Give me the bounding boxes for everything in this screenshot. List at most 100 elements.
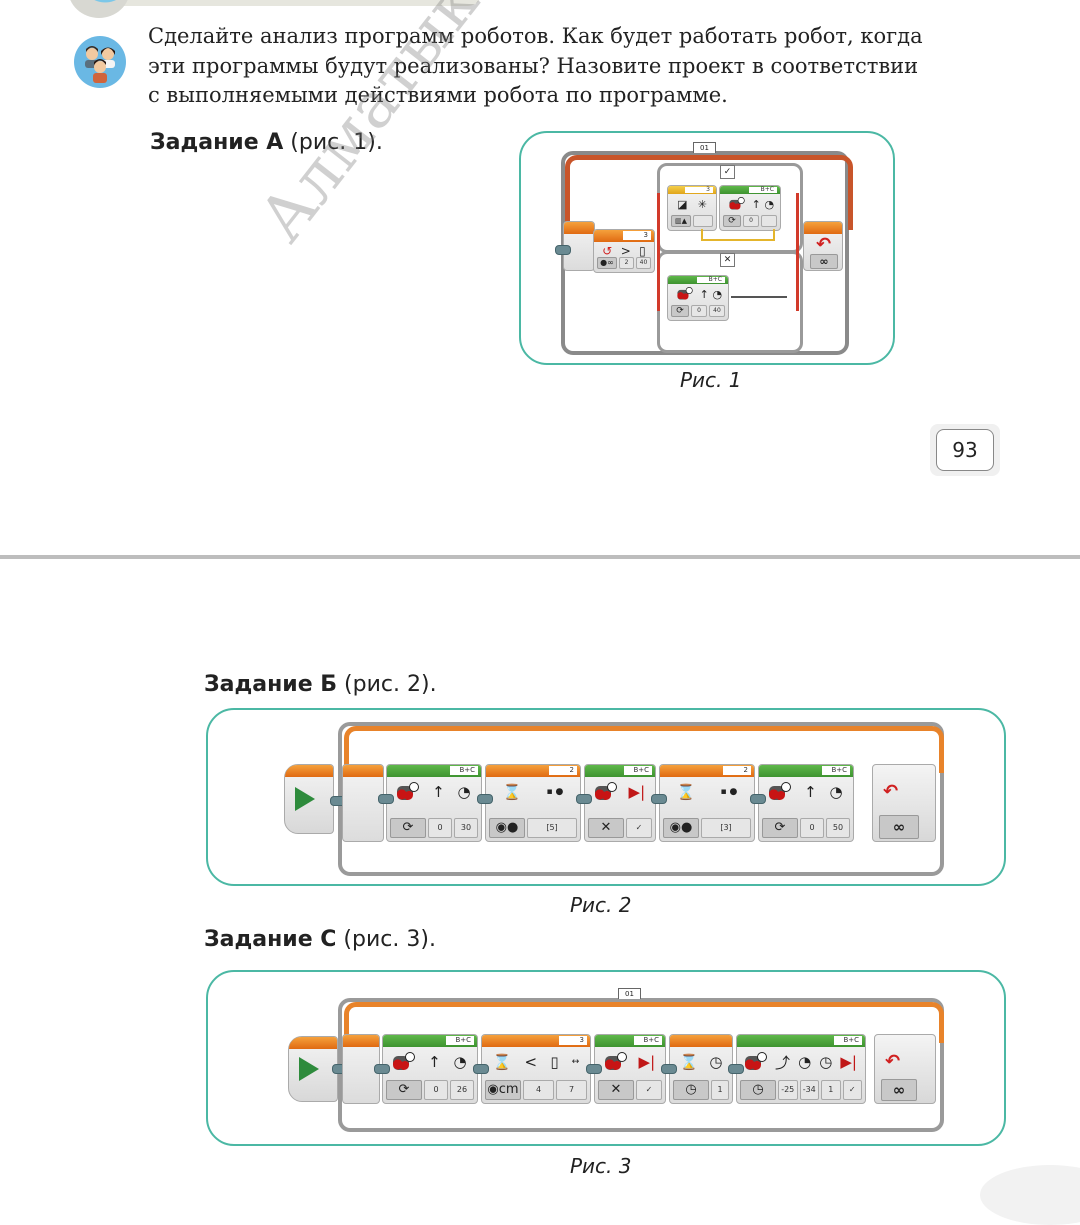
mode-selector[interactable]: ⟳ (723, 215, 741, 227)
move-steering-off-block[interactable]: B+C▶|✕✓ (584, 764, 656, 842)
page-corner (980, 1165, 1080, 1225)
param-value[interactable]: [3] (701, 818, 751, 838)
color-set-icon: ▪ ● (546, 787, 564, 797)
param-value[interactable]: 0 (424, 1080, 448, 1100)
param-value[interactable]: ✓ (626, 818, 652, 838)
param-value[interactable]: 40 (709, 305, 725, 317)
color-sensor-icon: ◪ (677, 197, 688, 211)
mode-selector[interactable]: ◉● (489, 818, 525, 838)
param-value[interactable]: 1 (711, 1080, 729, 1100)
param-value[interactable]: ✓ (842, 1080, 862, 1100)
param-value[interactable]: 2 (619, 257, 634, 269)
connector (651, 794, 667, 804)
move-steering-off-block[interactable]: B+C▶|✕✓ (594, 1034, 666, 1104)
move-steering-block[interactable]: B+C ↑ ◔ ⟳ 0 40 (667, 275, 729, 321)
input-plug[interactable] (761, 215, 777, 227)
connector (477, 794, 493, 804)
motor-icon (594, 782, 617, 802)
motor-icon (604, 1052, 627, 1072)
color-sensor-block[interactable]: 3 ◪ ✳ ▥▲ (667, 185, 717, 231)
task-c-ref: (рис. 3). (336, 927, 436, 952)
loop-end-block[interactable]: ↶ ∞ (803, 221, 843, 271)
figure-3-caption: Рис. 3 (570, 1154, 632, 1178)
mode-selector[interactable]: ▥▲ (671, 215, 691, 227)
connector (750, 794, 766, 804)
mode-selector[interactable]: ⟳ (390, 818, 426, 838)
port-label: B+C (446, 1036, 474, 1045)
case-false-tab[interactable]: ✕ (720, 253, 735, 267)
loop-start-block[interactable] (342, 1034, 380, 1104)
mode-selector[interactable]: ◉● (663, 818, 699, 838)
mode-selector[interactable]: ⟳ (762, 818, 798, 838)
param-value[interactable]: 0 (800, 818, 824, 838)
move-steering-block[interactable]: B+C ↑ ◔ ⟳ 0 (719, 185, 781, 231)
output-plug[interactable] (693, 215, 713, 227)
loop-mode-selector[interactable]: ∞ (881, 1079, 917, 1101)
switch-sensor-block[interactable]: 3 ↺ > ▯ ●∞ 2 40 (593, 229, 655, 273)
motor-icon (677, 287, 693, 301)
port-label: B+C (822, 766, 850, 775)
speed-gauge-icon: ◔ (829, 783, 843, 801)
param-value[interactable]: 26 (450, 1080, 474, 1100)
loop-start-block[interactable] (342, 764, 384, 842)
hourglass-icon: ⌛ (676, 783, 696, 801)
param-value[interactable]: 30 (454, 818, 478, 838)
mode-selector[interactable]: ✕ (598, 1080, 634, 1100)
param-value[interactable]: 0 (743, 215, 759, 227)
speed-gauge-icon: ◔ (712, 287, 723, 301)
task-b-label: Задание Б (204, 672, 338, 697)
mode-selector[interactable]: ◉cm (485, 1080, 521, 1100)
param-value[interactable]: 4 (523, 1080, 554, 1100)
mode-selector[interactable]: ✕ (588, 818, 624, 838)
port-label: B+C (624, 766, 652, 775)
param-value[interactable]: -34 (799, 1080, 819, 1100)
mode-selector[interactable]: ◷ (673, 1080, 709, 1100)
steering-arrow-icon: ↑ (804, 783, 817, 801)
start-block[interactable] (284, 764, 334, 834)
wait-color-block[interactable]: 2⌛▪ ●◉●[5] (485, 764, 581, 842)
port-label: B+C (834, 1036, 862, 1045)
mode-selector[interactable]: ⟳ (671, 305, 689, 317)
loop-wire (344, 726, 944, 773)
mode-selector[interactable]: ●∞ (597, 257, 617, 269)
param-value[interactable]: 1 (821, 1080, 841, 1100)
loop-mode-selector[interactable]: ∞ (810, 254, 838, 269)
port-label: 3 (559, 1036, 587, 1045)
param-value[interactable]: 50 (826, 818, 850, 838)
steering-arrow-icon: ↑ (699, 287, 709, 301)
param-value[interactable]: [5] (527, 818, 577, 838)
task-b-title: Задание Б (рис. 2). (204, 672, 437, 697)
steering-arrow-icon: ↑ (432, 783, 445, 801)
banner-circle-icon (68, 0, 130, 18)
mode-selector[interactable]: ◷ (740, 1080, 776, 1100)
case-true-tab[interactable]: ✓ (720, 165, 735, 179)
param-value[interactable]: 7 (556, 1080, 587, 1100)
brake-icon: ▶| (840, 1053, 857, 1071)
wait-time-block[interactable]: ⌛◷◷1 (669, 1034, 733, 1104)
mode-selector[interactable]: ⟳ (386, 1080, 422, 1100)
param-value[interactable]: 40 (636, 257, 651, 269)
loop-mode-selector[interactable]: ∞ (879, 815, 919, 839)
wait-color-block[interactable]: 2⌛▪ ●◉●[3] (659, 764, 755, 842)
param-value[interactable]: -25 (778, 1080, 798, 1100)
loop-wire (344, 1002, 944, 1043)
port-label: B+C (634, 1036, 662, 1045)
instruction-line: Сделайте анализ программ роботов. Как бу… (148, 24, 923, 48)
connector (586, 1064, 602, 1074)
steering-arrow-icon: ↑ (751, 197, 761, 211)
loop-end-block[interactable]: ↶ ∞ (874, 1034, 936, 1104)
loop-start-block[interactable] (563, 221, 595, 271)
loop-end-block[interactable]: ↶ ∞ (872, 764, 936, 842)
start-block[interactable] (288, 1036, 338, 1102)
param-value[interactable]: 0 (428, 818, 452, 838)
connector (378, 794, 394, 804)
task-instructions: Сделайте анализ программ роботов. Как бу… (148, 22, 968, 111)
param-value[interactable]: 0 (691, 305, 707, 317)
param-value[interactable]: ✓ (636, 1080, 662, 1100)
